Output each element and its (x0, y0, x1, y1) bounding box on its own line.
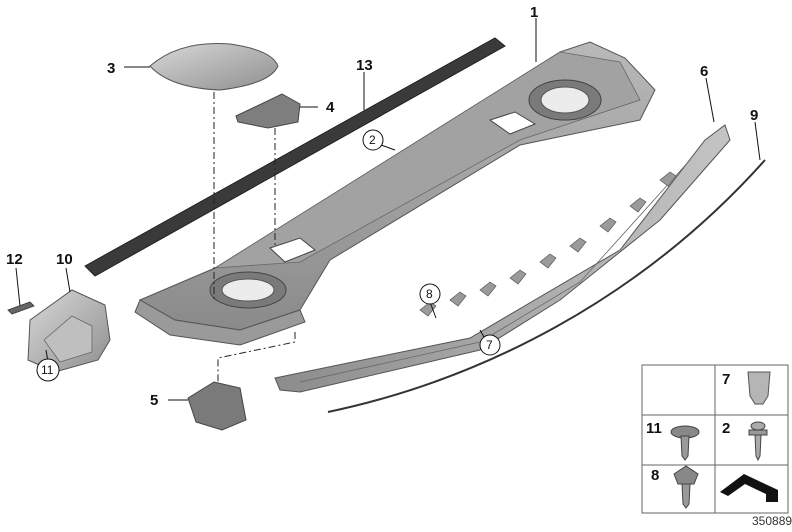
callout-1: 1 (530, 4, 538, 21)
legend-label-11: 11 (646, 420, 662, 437)
expansion-nut-7 (747, 371, 771, 405)
circled-2: 2 (369, 133, 376, 147)
side-bracket (27, 289, 111, 373)
direction-arrow-icon (720, 474, 778, 502)
clip-part (7, 301, 35, 315)
legend-label-8: 8 (651, 467, 659, 484)
callout-labels: 1 3 13 4 6 9 10 12 5 (6, 4, 758, 409)
callout-12: 12 (6, 251, 23, 268)
trim-strip (274, 124, 731, 393)
screw-8 (673, 465, 699, 509)
fastener-legend: 7 11 2 8 (641, 364, 789, 514)
circled-8: 8 (426, 287, 433, 301)
callout-5: 5 (150, 392, 158, 409)
parcel-shelf (134, 41, 656, 346)
screw-2 (748, 421, 768, 462)
assembly-lines (213, 92, 296, 382)
edge-cord (327, 159, 766, 413)
seal-strip (84, 37, 506, 277)
small-cap (235, 93, 301, 129)
cover-cap (149, 43, 279, 91)
callout-3: 3 (107, 60, 115, 77)
circled-7: 7 (486, 338, 493, 352)
legend-label-2: 2 (722, 420, 730, 437)
push-rivet-11 (670, 425, 700, 461)
callout-4: 4 (326, 99, 335, 116)
legend-label-7: 7 (722, 371, 730, 388)
callout-10: 10 (56, 251, 73, 268)
callout-13: 13 (356, 57, 373, 74)
circled-callouts: 2 8 7 11 (36, 129, 501, 382)
diagram-code: 350889 (752, 514, 792, 528)
box-part (187, 381, 247, 431)
circled-11: 11 (41, 363, 54, 377)
callout-6: 6 (700, 63, 708, 80)
callout-9: 9 (750, 107, 758, 124)
